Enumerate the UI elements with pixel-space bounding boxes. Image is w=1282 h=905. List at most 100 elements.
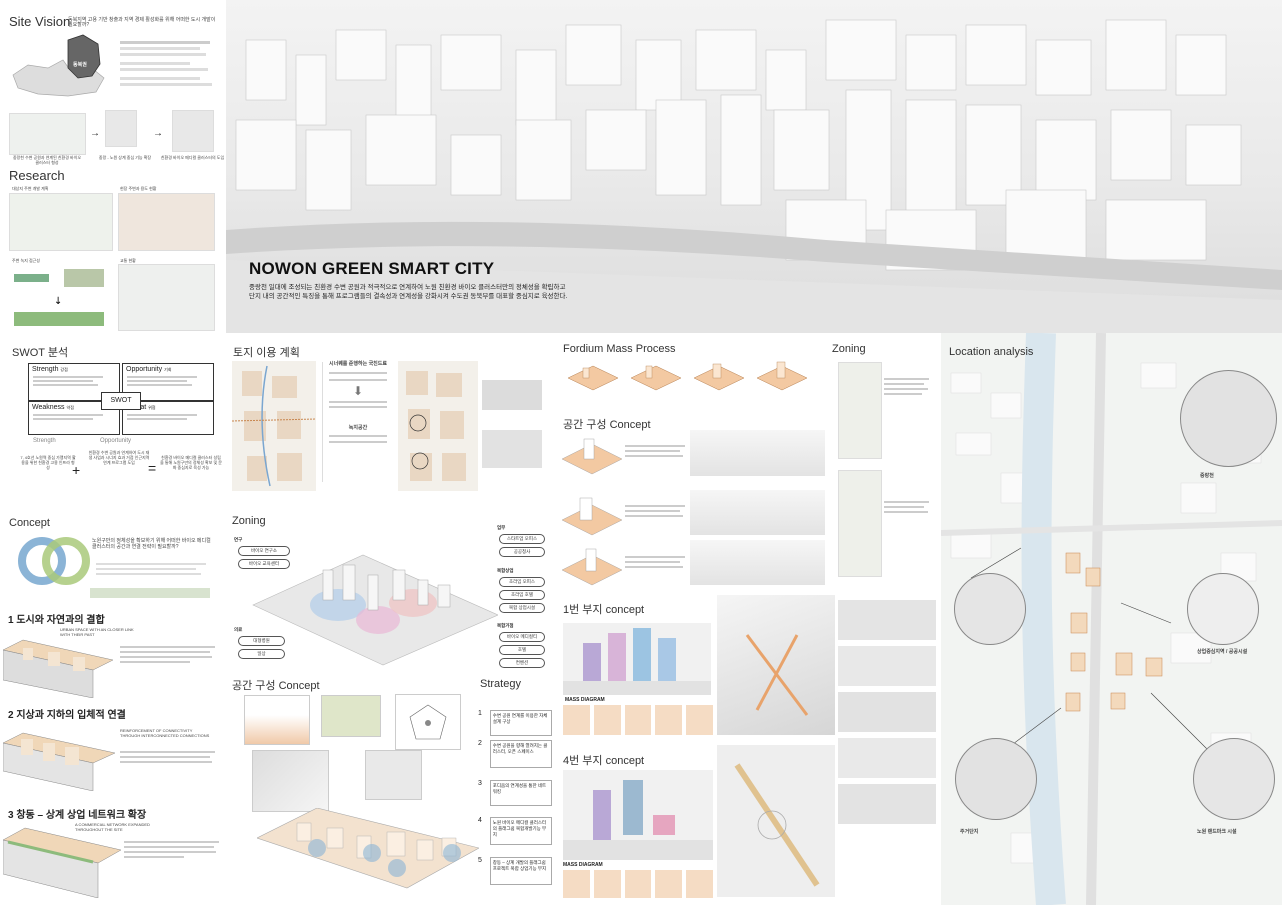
- land-use-label-1: 시너퀘를 준행하는 국친드료: [329, 361, 387, 367]
- site-vision-question: 동북지역 고용 기반 창출과 지역 경제 활성화를 위해 어떠한 도시 개발이 …: [68, 17, 216, 28]
- zoning-group-research: 연구 바이오 연구소 바이오 교육센터: [234, 537, 294, 572]
- network-icon: [409, 704, 447, 740]
- zoning-right-map-2: [838, 470, 882, 577]
- zoning-tag-hub: 복합거점: [497, 623, 514, 628]
- site4-render: [563, 770, 713, 860]
- zoning-right-map-1: [838, 362, 882, 459]
- zoning-tag-bio-edu: 바이오 교육센터: [238, 559, 290, 569]
- vision-caption-3: 친환경 바이오 메디컬 클러스터의 도입: [160, 155, 225, 160]
- land-use-map-2: [398, 361, 478, 491]
- zoning-tag-hospital: 대형병원: [238, 636, 285, 646]
- fordium-space-text-3: [625, 553, 690, 571]
- site4-plan: [717, 745, 835, 897]
- concept-diagram-1: [3, 639, 113, 698]
- research-label-4: 교통 현황: [120, 258, 136, 263]
- svg-text:↓: ↓: [54, 296, 62, 307]
- strategy-item: 5 창동 – 상계 개발의 플래그쉽 프로젝트 복합 상업기능 부지: [478, 857, 552, 887]
- zoning-group-office: 업무 스타트업 오피스 공공청사: [497, 525, 547, 560]
- concept-intro: 노원구만의 정체성을 확보하기 위해 어떠한 바이오 메디컬 클러스터의 공간과…: [92, 538, 211, 550]
- research-map-2: [118, 193, 215, 251]
- fordium-title: Fordium Mass Process: [563, 343, 676, 355]
- zoning-tag-hotel: 호텔: [499, 645, 545, 655]
- land-use-photo-2: [482, 430, 542, 468]
- research-label-3: 주변 녹지 접근성: [12, 258, 40, 263]
- space-concept-site-model: [257, 808, 479, 889]
- site1-mass-diagrams: [563, 705, 713, 735]
- swot-title: SWOT 분석: [12, 347, 69, 359]
- zoning-tag-convention: 컨벤션: [499, 658, 545, 668]
- strategy-item: 2 수변 공원을 향해 열려지는 클러스터, 오픈 스페이스: [478, 740, 552, 780]
- concept-item-2: 2 지상과 지하의 입체적 연결: [8, 710, 126, 721]
- plus-icon: +: [72, 462, 81, 478]
- fordium-process-diagrams: [567, 361, 808, 391]
- hero-subtitle-line-2: 단지 내의 공간적인 특징을 통해 프로그램들의 결속성과 연계성을 강화시켜 …: [249, 292, 568, 300]
- zoning-tag-commercial: 복합상업: [497, 568, 514, 573]
- strategy-list: 1 수변 공원 연계를 이용한 자체 설계 구상 2 수변 공원을 향해 열려지…: [478, 710, 552, 887]
- zoning-tag-bio-lab: 바이오 연구소: [238, 546, 290, 556]
- strategy-item: 3 포디움의 연계성을 통한 네트워킹: [478, 780, 552, 817]
- concept-diagram-2: [3, 732, 115, 791]
- zoning-tag-prime-hotel: 초라임 호텔: [499, 590, 545, 600]
- fordium-space-render-1: [690, 430, 825, 476]
- research-map-4: [118, 264, 215, 331]
- concept-item-1-en: URBAN SPACE WITH AN CLOSER LINK WITH THE…: [60, 627, 134, 637]
- fordium-space-title: 공간 구성 Concept: [563, 419, 651, 431]
- zoning-right-text-1: [884, 375, 934, 398]
- zoning-right-title: Zoning: [832, 343, 866, 355]
- zoning-tag-mixed-commercial: 복합 상업시설: [499, 603, 545, 613]
- arrow-icon: →: [153, 128, 163, 139]
- swot-opportunity-ko: 기회: [164, 367, 172, 372]
- concept-rings-diagram: [18, 537, 90, 585]
- vision-caption-1: 중랑천 수변 공원과 연계된 친환경 바이오 클러스터 형성: [12, 155, 82, 165]
- swot-result-mid: 친환경 수변 공원과 연계하여 도시 재생 사업과 시너지 효과 거점 인근지역…: [88, 450, 150, 465]
- space-concept-img-2: [321, 695, 381, 737]
- hero-subtitle-line-1: 중랑천 일대에 조성되는 친환경 수변 공원과 적극적으로 연계하여 노원 친환…: [249, 284, 566, 291]
- strategy-text: 노원 바이오 메디컬 클러스터의 플래그쉽 복합개발기능 부지: [489, 817, 552, 845]
- zoning-right-text-2: [884, 498, 934, 516]
- strategy-title: Strategy: [480, 678, 521, 690]
- location-callout-1: [1180, 370, 1277, 467]
- vision-map-2: [105, 110, 137, 147]
- green-access-diagram: ↓: [14, 269, 104, 326]
- concept-item-1-text: [120, 643, 220, 666]
- site1-aerial-paths: [745, 634, 809, 716]
- site4-title: 4번 부지 concept: [563, 755, 645, 767]
- concept-intro-lines: [96, 560, 211, 578]
- zoning-tag-medical: 의료: [234, 627, 243, 632]
- concept-item-3-en: A COMMERCIAL NETWORK EXPANDED THROUGHOUT…: [75, 822, 150, 832]
- strategy-item: 1 수변 공원 연계를 이용한 자체 설계 구상: [478, 710, 552, 740]
- zoning-tag-startup: 스타트업 오피스: [499, 534, 545, 544]
- fordium-space-text-1: [625, 442, 690, 460]
- zoning-tag-research: 연구: [234, 537, 243, 542]
- space-concept-img-3: [395, 694, 461, 750]
- strategy-text: 수변 공원을 향해 열려지는 클러스터, 오픈 스페이스: [489, 740, 552, 768]
- swot-threat-box: Threat 위협: [122, 401, 214, 435]
- concept-item-2-text: [120, 748, 220, 766]
- vision-caption-2: 중랑 - 노원 상계 중심 기능 확장: [98, 155, 152, 160]
- swot-center: SWOT: [101, 392, 141, 410]
- land-use-map-1: [232, 361, 316, 491]
- seoul-map: [12, 34, 105, 97]
- swot-o-label: Opportunity: [100, 438, 132, 444]
- strategy-item: 4 노원 바이오 메디컬 클러스터의 플래그쉽 복합개발기능 부지: [478, 817, 552, 857]
- location-title: Location analysis: [949, 346, 1034, 358]
- land-use-photo-1: [482, 380, 542, 410]
- hero-subtitle: 중랑천 일대에 조성되는 친환경 수변 공원과 적극적으로 연계하여 노원 친환…: [249, 284, 649, 301]
- equals-icon: =: [148, 460, 157, 476]
- land-use-notes: 시너퀘를 준행하는 국친드료 ⬇ 녹지공간: [322, 362, 393, 482]
- concept-item-2-en: REINFORCEMENT OF CONNECTIVITY THROUGH IN…: [120, 728, 210, 738]
- concept-title: Concept: [9, 517, 50, 529]
- site4-mass-diagram-label: MASS DIAGRAM: [563, 862, 603, 868]
- zoning-tag-daily: 일상: [238, 649, 285, 659]
- zoning-tag-prime-office: 초라임 오피스: [499, 577, 545, 587]
- strategy-num: 5: [478, 857, 482, 864]
- location-callout-2: [954, 573, 1026, 645]
- hero-rendering: [226, 0, 1282, 333]
- strategy-text: 수변 공원 연계를 이용한 자체 설계 구상: [489, 710, 552, 736]
- location-callout-5: [1193, 738, 1275, 820]
- zoning-right-photos: [838, 600, 936, 900]
- district-label: 동북권: [73, 62, 87, 68]
- concept-item-1: 1 도시와 자연과의 결합: [8, 615, 105, 626]
- swot-s-label: Strength: [33, 438, 56, 444]
- location-callout-3: [1187, 573, 1259, 645]
